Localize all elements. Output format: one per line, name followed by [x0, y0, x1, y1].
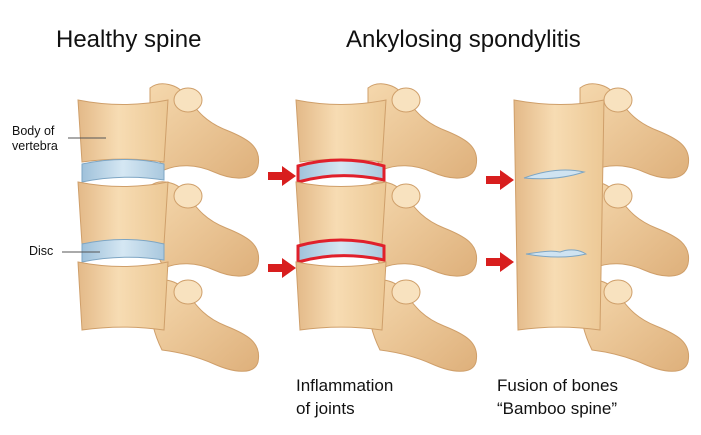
fusion-caption-line1: Fusion of bones — [497, 376, 618, 395]
healthy-vertebra-1 — [77, 99, 169, 163]
healthy-vertebra-3 — [77, 261, 169, 331]
fused-disc-remnant-2 — [525, 249, 588, 258]
inflamed-disc-1 — [296, 158, 386, 184]
arrow-icon — [486, 170, 514, 190]
fusion-caption: Fusion of bones “Bamboo spine” — [497, 374, 618, 420]
body-label-line1: Body of — [12, 124, 55, 138]
fusion-caption-line2: “Bamboo spine” — [497, 399, 618, 418]
inflamed-spine-figure — [268, 83, 478, 372]
inflamed-disc-2 — [296, 238, 386, 264]
fused-spine-figure — [486, 83, 690, 372]
arrow-icon — [486, 252, 514, 272]
arrow-icon — [268, 166, 296, 186]
fused-disc-remnant-1 — [523, 169, 586, 180]
healthy-disc-1 — [81, 159, 165, 183]
inflamed-vertebra-2 — [295, 181, 387, 245]
arrow-icon — [268, 258, 296, 278]
inflammation-caption: Inflammation of joints — [296, 374, 393, 420]
body-label-line2: vertebra — [12, 139, 58, 153]
healthy-vertebra-2 — [77, 181, 169, 245]
healthy-spine-title: Healthy spine — [56, 26, 202, 53]
fused-vertebral-column — [513, 99, 605, 331]
inflammation-caption-line1: Inflammation — [296, 376, 394, 395]
inflammation-caption-line2: of joints — [296, 399, 355, 418]
body-of-vertebra-label: Body of vertebra — [12, 124, 58, 154]
disc-label: Disc — [29, 244, 54, 258]
healthy-spine-figure — [62, 83, 260, 372]
inflamed-vertebra-3 — [295, 261, 387, 331]
inflamed-vertebra-1 — [295, 99, 387, 163]
healthy-disc-2 — [81, 239, 165, 263]
ankylosing-spondylitis-title: Ankylosing spondylitis — [346, 26, 581, 53]
